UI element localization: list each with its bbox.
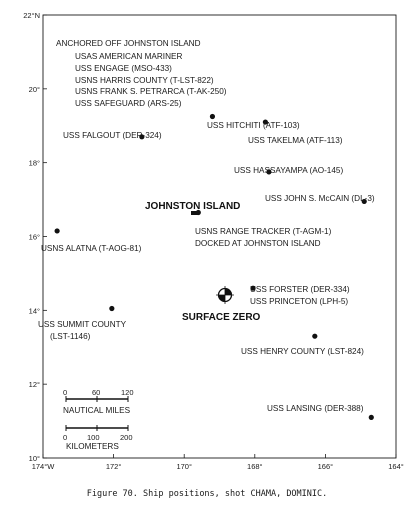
ship-label-forster: USS FORSTER (DER-334) — [250, 285, 350, 294]
docked-ship-label: USNS RANGE TRACKER (T-AGM-1) — [195, 227, 332, 236]
ship-marker — [209, 113, 216, 120]
lon-tick-label: 168° — [247, 462, 263, 471]
lon-tick-label: 174°W — [32, 462, 56, 471]
lat-tick-label: 20° — [29, 85, 40, 94]
ship-marker — [262, 119, 268, 125]
anchored-group: ANCHORED OFF JOHNSTON ISLAND USAS AMERIC… — [56, 39, 227, 108]
docked-status-label: DOCKED AT JOHNSTON ISLAND — [195, 239, 321, 248]
lon-tick-label: 166° — [318, 462, 334, 471]
lon-tick-label: 164° — [388, 462, 404, 471]
ship-label-henry-county: USS HENRY COUNTY (LST-824) — [241, 347, 364, 356]
ship-marker — [266, 169, 272, 175]
ship-marker — [139, 134, 145, 140]
anchored-heading: ANCHORED OFF JOHNSTON ISLAND — [56, 39, 201, 48]
ship-label-summit-county-2: (LST-1146) — [50, 332, 91, 341]
axis-ticks: 22°N 20° 18° 16° 14° 12° 10°174°W 172° 170° 168° 1… — [23, 11, 404, 471]
surface-zero-label: SURFACE ZERO — [182, 312, 261, 323]
ship-marker — [109, 305, 115, 312]
nm-tick-60: 60 — [92, 388, 100, 397]
lon-tick-label: 172° — [106, 462, 122, 471]
lat-tick-label: 14° — [29, 306, 40, 315]
anchored-ship-3: USNS HARRIS COUNTY (T-LST-822) — [75, 76, 214, 85]
km-tick-0: 0 — [63, 433, 67, 442]
lat-tick-label: 22°N — [23, 11, 40, 20]
lon-tick-label: 170° — [176, 462, 192, 471]
ship-marker — [250, 285, 256, 291]
ship-label-hassayampa: USS HASSAYAMPA (AO-145) — [234, 166, 343, 175]
lat-tick-label: 10° — [29, 454, 40, 463]
ship-marker — [312, 333, 318, 339]
island-shape — [191, 211, 199, 215]
anchored-ship-1: USAS AMERICAN MARINER — [75, 52, 182, 61]
km-tick-200: 200 — [120, 433, 133, 442]
ship-label-hitchiti: USS HITCHITI (ATF-103) — [207, 121, 300, 130]
ship-marker — [195, 209, 201, 216]
figure-caption: Figure 70. Ship positions, shot CHAMA, D… — [86, 489, 328, 499]
ship-label-alatna: USNS ALATNA (T-AOG-81) — [41, 244, 142, 253]
lat-tick-label: 16° — [29, 233, 40, 242]
ship-label-takelma: USS TAKELMA (ATF-113) — [248, 136, 343, 145]
anchored-ship-5: USS SAFEGUARD (ARS-25) — [75, 99, 182, 108]
nm-tick-0: 0 — [63, 388, 67, 397]
scale-bar: 0 60 120 NAUTICAL MILES 0 100 200 KILOME… — [63, 388, 134, 451]
ship-label-mccain: USS JOHN S. McCAIN (DL-3) — [265, 194, 375, 203]
lat-tick-label: 12° — [29, 380, 40, 389]
ship-label-princeton: USS PRINCETON (LPH-5) — [250, 297, 348, 306]
island-label: JOHNSTON ISLAND — [145, 201, 240, 212]
km-label: KILOMETERS — [66, 442, 119, 451]
anchored-ship-4: USNS FRANK S. PETRARCA (T-AK-250) — [75, 87, 227, 96]
ship-label-summit-county-1: USS SUMMIT COUNTY — [38, 320, 127, 329]
ship-marker — [361, 198, 367, 205]
surface-zero: SURFACE ZERO — [182, 286, 261, 323]
ship-markers — [54, 113, 374, 420]
nm-tick-120: 120 — [121, 388, 134, 397]
ship-labels: USS HITCHITI (ATF-103) USS TAKELMA (ATF-… — [38, 121, 375, 413]
ship-marker — [54, 228, 60, 234]
km-tick-100: 100 — [87, 433, 100, 442]
ship-label-lansing: USS LANSING (DER-388) — [267, 404, 364, 413]
johnston-island: JOHNSTON ISLAND — [145, 201, 240, 215]
ship-label-falgout: USS FALGOUT (DER-324) — [63, 131, 162, 140]
ship-marker — [368, 414, 374, 420]
nm-label: NAUTICAL MILES — [63, 406, 131, 415]
anchored-ship-2: USS ENGAGE (MSO-433) — [75, 64, 172, 73]
lat-tick-label: 18° — [29, 159, 40, 168]
